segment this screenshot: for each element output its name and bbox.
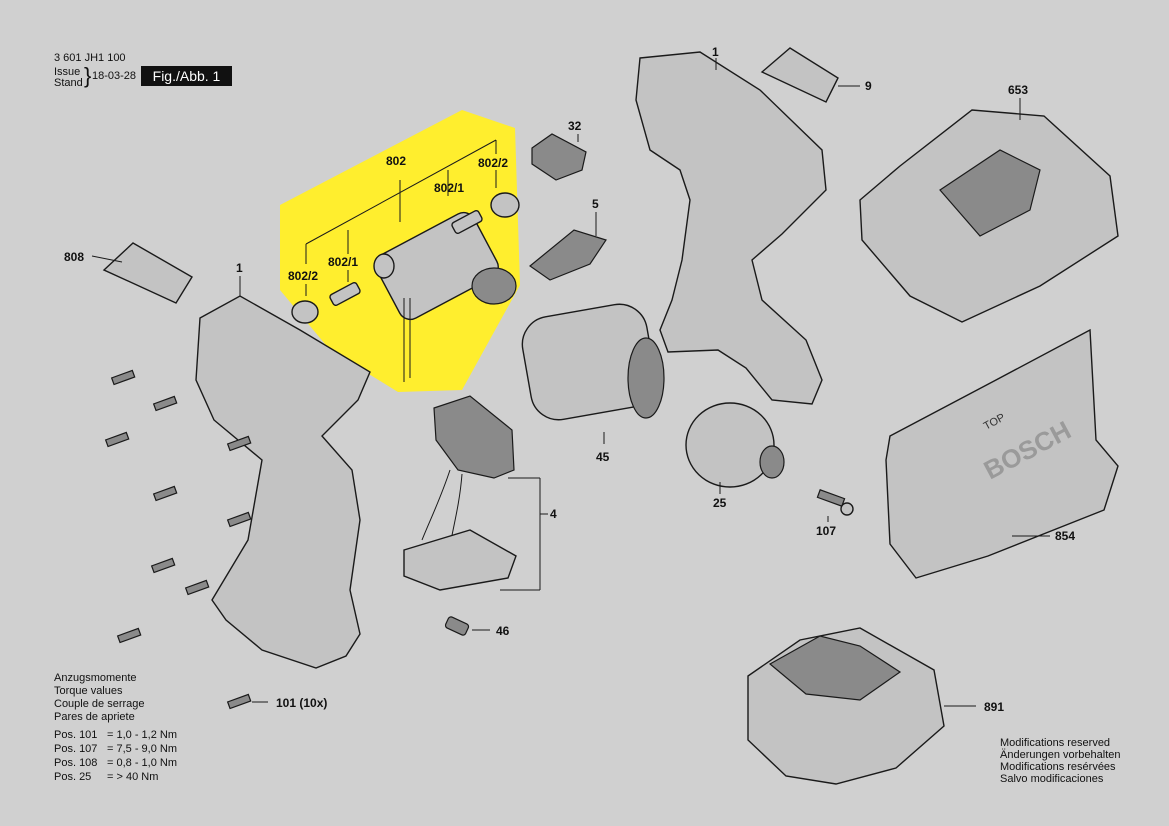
doc-number: 3 601 JH1 100: [54, 52, 126, 64]
label-802-1-top: 802/1: [434, 181, 464, 195]
part-5-slider: [529, 229, 607, 281]
modifications-de: Änderungen vorbehalten: [1000, 749, 1121, 761]
label-46: 46: [496, 624, 510, 638]
label-4: 4: [550, 507, 557, 521]
part-808-label-sticker: [102, 242, 193, 304]
label-854: 854: [1055, 529, 1075, 543]
label-5: 5: [592, 197, 599, 211]
label-101: 101 (10x): [276, 696, 327, 710]
part-1-housing-right: [635, 51, 827, 405]
label-653: 653: [1008, 83, 1028, 97]
torque-title-es: Pares de apriete: [54, 711, 135, 723]
label-808: 808: [64, 250, 84, 264]
part-25-chuck: [685, 402, 785, 488]
torque-title-fr: Couple de serrage: [54, 698, 145, 710]
modifications-fr: Modifications resérvées: [1000, 761, 1116, 773]
label-25: 25: [713, 496, 727, 510]
part-891-battery: [747, 627, 945, 785]
label-802-1-left: 802/1: [328, 255, 358, 269]
part-101-screws: [104, 369, 252, 710]
part-802-2-cap-left: [291, 300, 319, 324]
label-891: 891: [984, 700, 1004, 714]
label-802: 802: [386, 154, 406, 168]
label-45: 45: [596, 450, 610, 464]
label-9: 9: [865, 79, 872, 93]
part-802-1-brush-right: [451, 210, 483, 234]
label-1-right: 1: [712, 45, 719, 59]
part-32-slider: [531, 133, 587, 181]
part-802-1-brush-left: [329, 282, 361, 306]
part-802-2-cap-right: [490, 192, 520, 218]
issue-date: 18-03-28: [92, 70, 137, 82]
figure-label: Fig./Abb. 1: [141, 66, 232, 86]
torque-row-pos: Pos. 108: [54, 757, 98, 769]
label-32: 32: [568, 119, 582, 133]
part-4-switch: [403, 395, 517, 591]
modifications-es: Salvo modificaciones: [1000, 773, 1104, 785]
torque-row-pos: Pos. 107: [54, 743, 98, 755]
brace: }: [84, 63, 92, 88]
torque-row-value: = 7,5 - 9,0 Nm: [107, 743, 178, 755]
torque-row-value: = 0,8 - 1,0 Nm: [107, 757, 178, 769]
torque-row-pos: Pos. 101: [54, 729, 98, 741]
part-107-screw: [816, 489, 854, 516]
part-1-housing-left: [195, 295, 371, 669]
torque-title-de: Anzugsmomente: [54, 672, 137, 684]
label-802-2-top: 802/2: [478, 156, 508, 170]
label-802-2-left: 802/2: [288, 269, 318, 283]
stand-label: Stand: [54, 77, 83, 89]
torque-row-value: = > 40 Nm: [107, 771, 159, 783]
part-45-gearbox: [521, 303, 665, 421]
leader-lines: [91, 58, 1050, 707]
part-653-charger: [859, 109, 1119, 323]
part-802-motor: [373, 211, 517, 382]
modifications-en: Modifications reserved: [1000, 737, 1111, 749]
torque-row-value: = 1,0 - 1,2 Nm: [107, 729, 178, 741]
part-854-holder: BOSCH TOP: [885, 328, 1119, 579]
label-107: 107: [816, 524, 836, 538]
part-46-spring: [444, 616, 470, 636]
torque-title-en: Torque values: [54, 685, 123, 697]
issue-label: Issue: [54, 66, 81, 78]
part-9-label-sticker: [760, 47, 839, 103]
label-1-left: 1: [236, 261, 243, 275]
torque-row-pos: Pos. 25: [54, 771, 92, 783]
